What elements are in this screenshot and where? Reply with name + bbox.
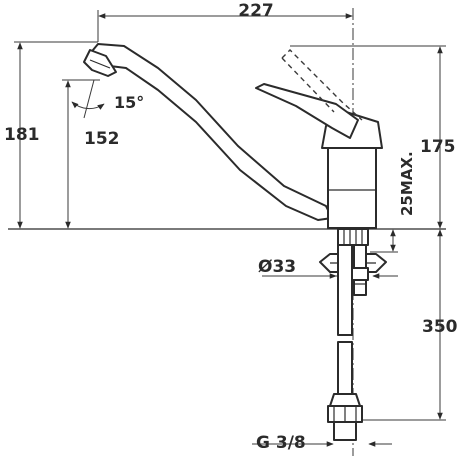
dimension-labels: 227 181 152 15° 175 25MAX. Ø33 350 G 3/8 — [4, 1, 458, 453]
hose-length-label: 350 — [422, 317, 458, 337]
lever-handle-raised-back — [281, 57, 335, 113]
body-cylinder — [327, 147, 377, 229]
supply-hoses — [327, 244, 363, 441]
fixing-nut — [351, 267, 369, 281]
body-height-label: 175 — [420, 137, 456, 157]
thread-size-label: G 3/8 — [256, 433, 306, 453]
faucet-body — [83, 43, 383, 229]
dimension-lines — [17, 13, 443, 447]
total-height-label: 181 — [4, 125, 40, 145]
spout-height-label: 152 — [84, 129, 120, 149]
spout-angle-label: 15° — [114, 93, 144, 112]
hose-end-fitting — [329, 393, 361, 407]
lever-handle — [255, 83, 359, 139]
reference-lines — [8, 8, 446, 456]
deck-thickness-label: 25MAX. — [398, 151, 416, 216]
hose-upper — [337, 244, 353, 336]
mounting-stud-top — [337, 228, 369, 246]
lever-handle-raised — [281, 49, 363, 121]
angle-leg — [83, 79, 95, 119]
angle-arc — [71, 101, 105, 110]
aerator-detail — [89, 59, 111, 69]
reach-label: 227 — [238, 1, 274, 21]
spout-aerator — [83, 49, 117, 77]
spout — [87, 43, 333, 221]
hose-connection — [333, 421, 357, 441]
hole-diameter-label: Ø33 — [258, 257, 296, 277]
